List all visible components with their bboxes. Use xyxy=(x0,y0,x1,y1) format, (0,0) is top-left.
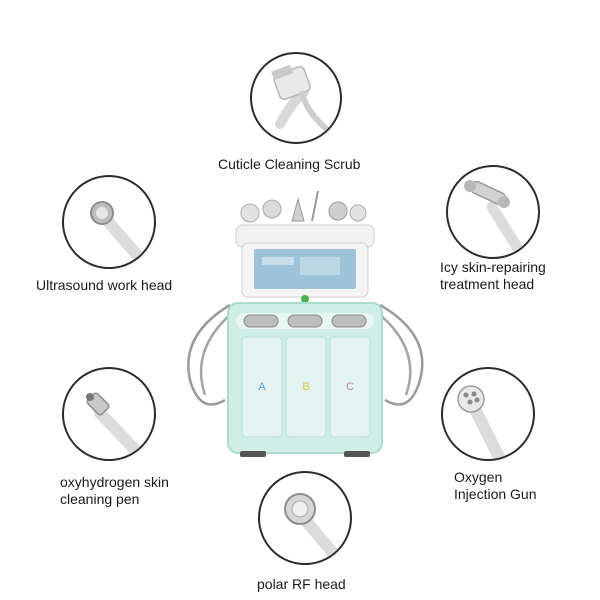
bottle-label-c: C xyxy=(346,381,354,393)
rf-head-icon xyxy=(284,493,346,563)
polar-rf-circle xyxy=(258,471,352,565)
bottle-label-a: A xyxy=(258,381,266,393)
oxyhydrogen-pen-icon xyxy=(86,392,148,459)
oxygen-gun-icon xyxy=(457,385,505,459)
ultrasound-label: Ultrasound work head xyxy=(36,277,173,293)
icy-label: Icy skin-repairing treatment head xyxy=(440,259,546,292)
oxygen-gun-circle xyxy=(441,367,535,461)
bottle-label-b: B xyxy=(302,381,309,393)
icy-circle xyxy=(446,165,540,259)
icy-hammer-head-icon xyxy=(464,180,528,257)
cuticle-scrub-label: Cuticle Cleaning Scrub xyxy=(218,156,361,172)
ultrasound-circle xyxy=(62,175,156,269)
oxyhydrogen-label: oxyhydrogen skin cleaning pen xyxy=(60,474,169,507)
polar-rf-label: polar RF head xyxy=(257,576,346,592)
scrubber-head-icon xyxy=(271,64,333,135)
cuticle-scrub-circle xyxy=(250,52,342,144)
ultrasound-head-icon xyxy=(90,201,150,267)
oxygen-gun-label: Oxygen Injection Gun xyxy=(454,469,537,502)
oxyhydrogen-circle xyxy=(62,367,156,461)
facial-machine-icon: A B C xyxy=(187,190,424,457)
